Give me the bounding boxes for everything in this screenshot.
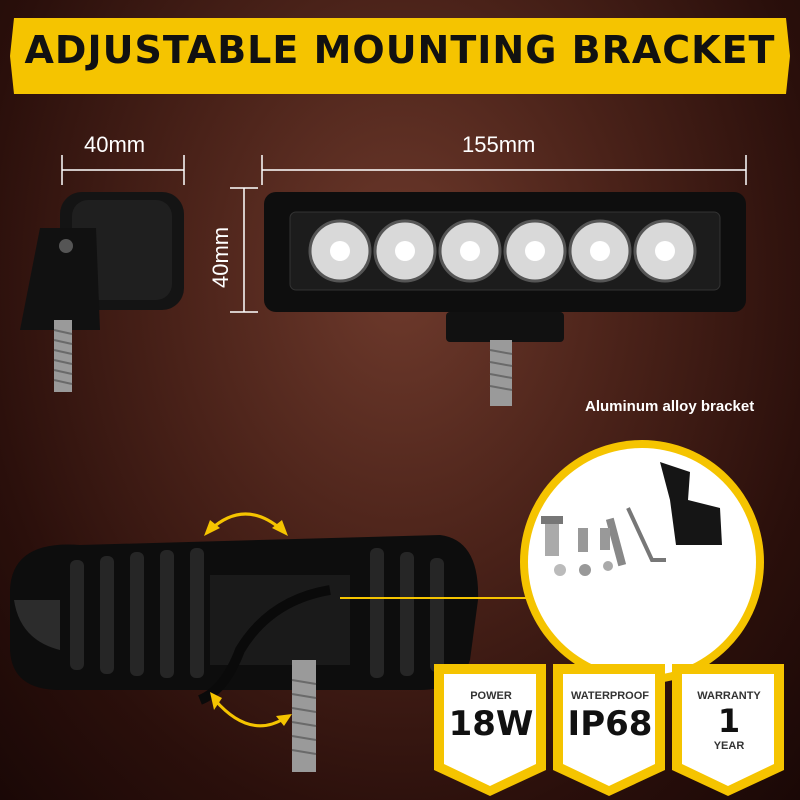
badge-label: POWER [470,690,512,702]
rotation-arrow-bottom [213,699,286,728]
power-badge: POWER 18W [432,660,550,800]
front-view-light [264,192,746,406]
badge-shapes [434,664,784,796]
bracket-kit-circle [520,440,764,684]
dimension-lines [61,155,747,313]
height-label: 40mm [208,226,233,288]
badge-label: WARRANTY [697,690,761,702]
side-view-light [20,192,184,392]
page-title: ADJUSTABLE MOUNTING BRACKET [24,28,776,72]
front-width-label: 155mm [462,132,536,157]
title-banner [10,18,790,94]
badge-sub: YEAR [713,740,745,752]
badge-value: 18W [448,704,534,744]
rear-view-light [10,535,479,772]
rotation-arrow-top [208,512,283,532]
waterproof-badge: WATERPROOF IP68 [551,660,669,800]
badge-value: IP68 [567,704,653,744]
warranty-badge: WARRANTY 1 YEAR [670,660,788,800]
badge-value: 1 [717,702,741,740]
side-width-label: 40mm [84,132,146,157]
badge-label: WATERPROOF [570,690,649,702]
bracket-callout-label: Aluminum alloy bracket [585,398,755,415]
